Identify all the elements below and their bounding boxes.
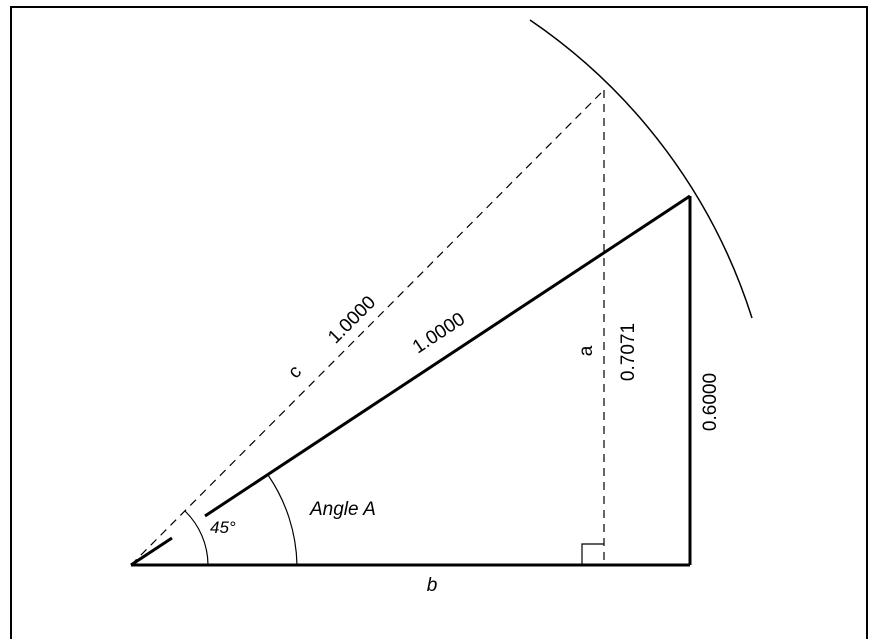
angle-a-arc [267,474,298,566]
diagram-frame [10,6,868,639]
solid-hypotenuse [204,194,691,518]
dashed-hypotenuse-value: 1.0000 [324,292,380,348]
solid-leg-value: 0.6000 [700,373,721,431]
angle-45-label: 45° [210,518,236,537]
right-angle-marker [581,543,604,565]
dashed-hypotenuse-name: c [284,361,306,383]
dashed-leg-name: a [576,345,597,356]
solid-hypotenuse-short [130,536,173,567]
angle-45-arc [184,510,209,566]
dashed-leg-value: 0.7071 [618,323,639,381]
dashed-hypotenuse [130,89,605,566]
unit-circle-arc [529,19,753,319]
angle-a-label: Angle A [309,499,376,520]
base-name: b [427,575,438,596]
solid-hypotenuse-value: 1.0000 [409,309,469,359]
